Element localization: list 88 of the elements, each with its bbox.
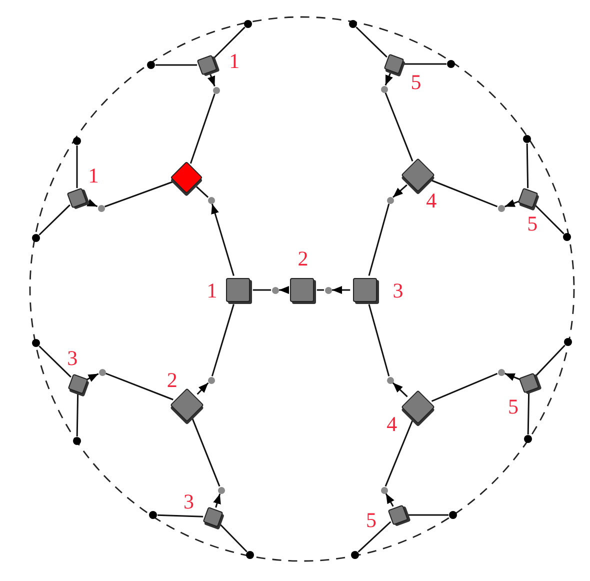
connector-line (190, 94, 216, 164)
endpoint-dot (73, 437, 81, 445)
connector-line (384, 420, 414, 487)
arrow (332, 286, 350, 294)
endpoint-dot (147, 61, 155, 69)
connector-line (316, 289, 324, 291)
endpoint-dot (208, 376, 214, 384)
connector-line (527, 392, 530, 435)
connector-line (356, 26, 388, 58)
endpoint-dot (449, 511, 457, 519)
node-number: 5 (508, 396, 519, 418)
endpoint-dot (32, 339, 40, 347)
endpoint-dot (324, 286, 332, 294)
arrow (504, 199, 519, 208)
arrow (86, 198, 98, 208)
connector-line (431, 372, 498, 402)
connector-line (526, 143, 529, 188)
endpoint-dot (218, 486, 224, 494)
endpoint-dot (524, 435, 532, 443)
connector-line (157, 514, 204, 518)
connector-line (104, 181, 173, 208)
endpoint-dot (447, 60, 455, 68)
connector-line (534, 204, 564, 234)
connector-line (219, 524, 248, 552)
node-number: 3 (67, 348, 78, 369)
node-number: 1 (88, 166, 99, 188)
endpoint-dot (208, 196, 214, 204)
arrow (385, 493, 394, 507)
connector-line (368, 204, 390, 276)
endpoint-dot (380, 486, 388, 494)
connector-line (196, 186, 209, 198)
arrow (504, 372, 520, 381)
node-number: 5 (410, 72, 421, 93)
connector-line (408, 514, 448, 516)
arrow (392, 184, 408, 198)
connector-line (38, 346, 72, 378)
endpoint-dot (523, 135, 531, 143)
endpoint-dot (244, 20, 252, 28)
node-number: 1 (206, 280, 218, 302)
endpoint-dot (272, 286, 278, 294)
arrow (86, 373, 99, 382)
node-number: 4 (426, 190, 436, 212)
connector-line (368, 304, 390, 376)
connector-line (213, 26, 246, 59)
endpoint-dot (73, 137, 81, 145)
node-number: 2 (166, 370, 178, 391)
endpoint-dot (386, 196, 394, 204)
connector-line (252, 289, 271, 291)
endpoint-dot (498, 204, 504, 212)
endpoint-dot (351, 551, 359, 559)
connector-line (76, 394, 79, 437)
node-number: 3 (183, 490, 194, 512)
node-number: 5 (527, 214, 538, 235)
endpoint-dot (98, 368, 106, 376)
connector-line (156, 64, 198, 66)
arrow (279, 286, 289, 294)
arrow (392, 382, 408, 398)
connector-line (105, 372, 174, 400)
arrow (213, 494, 221, 508)
arrow (211, 204, 234, 276)
connector-line (211, 304, 234, 376)
node-number: 3 (392, 280, 404, 302)
endpoint-dot (349, 20, 357, 28)
connector-line (404, 63, 446, 65)
endpoint-dot (212, 86, 220, 94)
connector-line (38, 204, 70, 236)
endpoint-dot (563, 233, 571, 241)
connector-line (192, 418, 220, 487)
node-number: 4 (386, 414, 398, 435)
node-number: 2 (298, 248, 308, 270)
connector-line (76, 146, 78, 188)
endpoint-dot (149, 511, 157, 519)
arrow (208, 74, 216, 86)
endpoint-dot (386, 376, 394, 384)
endpoint-dot (498, 368, 504, 376)
connector-line (432, 180, 498, 208)
connector-line (358, 521, 392, 552)
endpoint-dot (246, 551, 254, 559)
node-number: 1 (229, 51, 240, 72)
connector-line (535, 344, 566, 376)
node-number: 5 (366, 510, 377, 532)
endpoint-dot (564, 338, 572, 346)
arrow (196, 382, 209, 395)
endpoint-dot (98, 204, 104, 212)
endpoint-dot (380, 86, 388, 92)
arrow (384, 72, 393, 86)
connector-line (384, 92, 414, 162)
endpoint-dot (32, 234, 40, 242)
